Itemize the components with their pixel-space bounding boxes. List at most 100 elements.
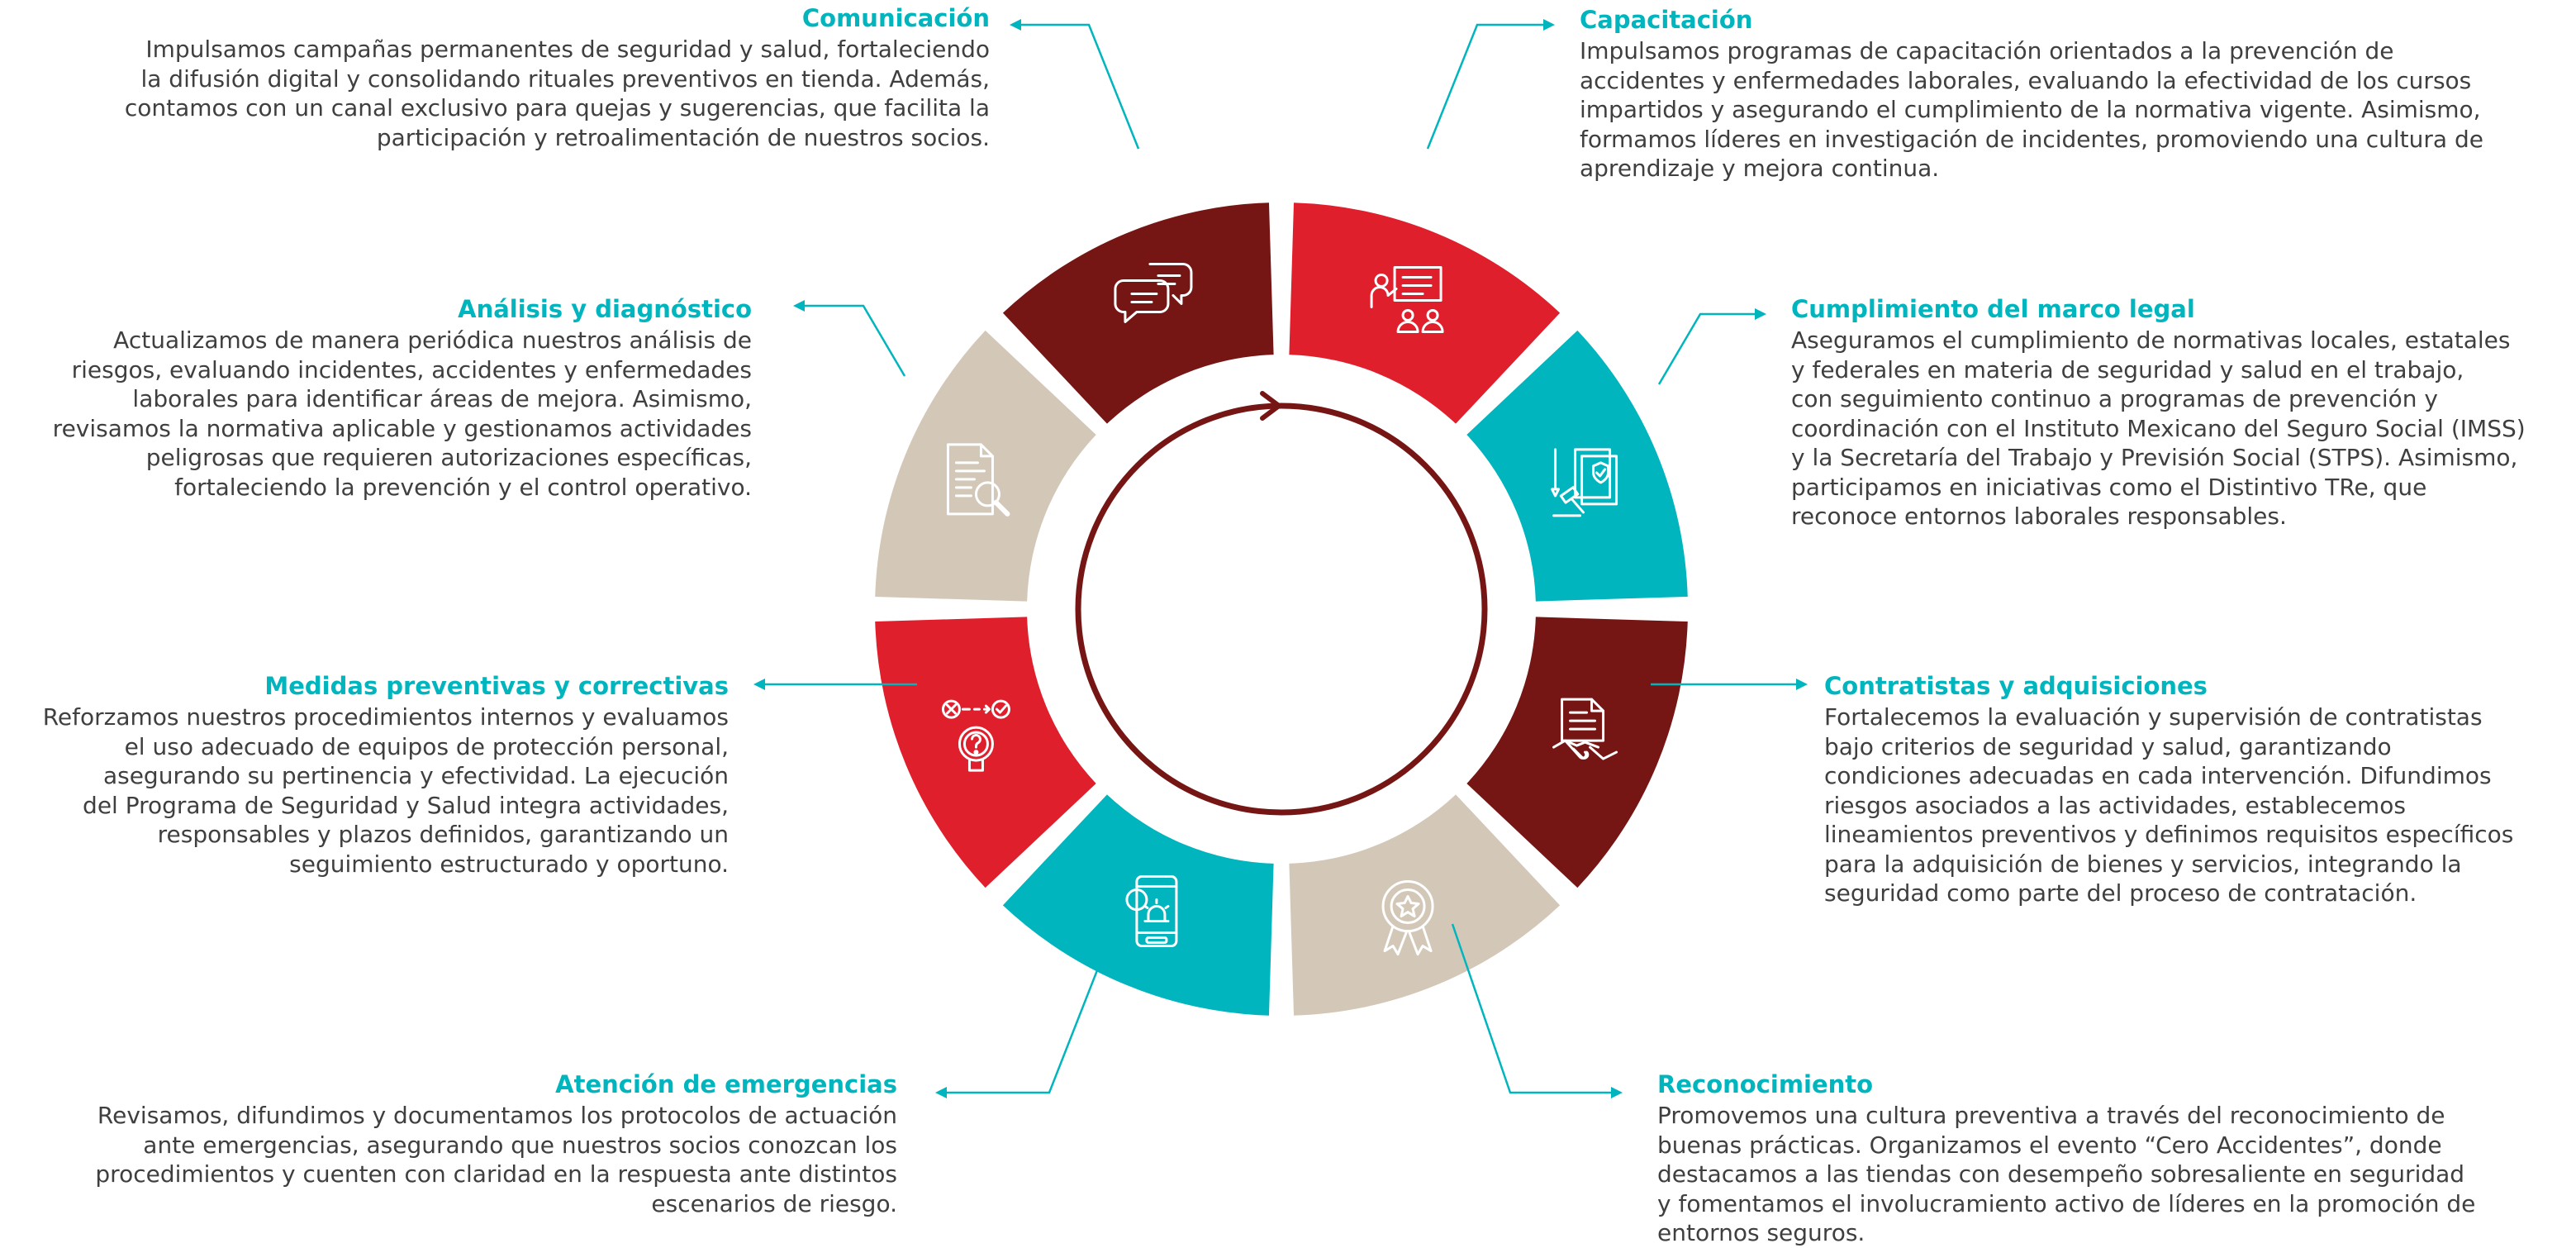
body-line: formamos líderes en investigación de inc… bbox=[1580, 125, 2483, 153]
body-line: fortaleciendo la prevención y el control… bbox=[174, 473, 752, 501]
ring-segment-analisis bbox=[875, 330, 1096, 602]
body-line: y fomentamos el involucramiento activo d… bbox=[1657, 1189, 2476, 1217]
body-line: impartidos y asegurando el cumplimiento … bbox=[1580, 96, 2481, 123]
block-emergencias: Atención de emergencias Revisamos, difun… bbox=[95, 1069, 897, 1218]
connector-marco-legal-arrow bbox=[1755, 308, 1766, 320]
document-magnifier-icon bbox=[946, 443, 1010, 517]
body-line: y federales en materia de seguridad y sa… bbox=[1791, 355, 2464, 383]
block-reconocimiento: Reconocimiento Promovemos una cultura pr… bbox=[1657, 1069, 2475, 1248]
block-body: Revisamos, difundimos y documentamos los… bbox=[95, 1101, 897, 1218]
block-comunicacion: Comunicación Impulsamos campañas permane… bbox=[125, 3, 990, 152]
connector-reconocimiento bbox=[1451, 923, 1616, 1094]
body-line: procedimientos y cuenten con claridad en… bbox=[95, 1160, 897, 1188]
body-line: Promovemos una cultura preventiva a trav… bbox=[1657, 1102, 2445, 1129]
body-line: y la Secretaría del Trabajo y Previsión … bbox=[1791, 444, 2518, 471]
ring-segments bbox=[875, 202, 1688, 1016]
block-analisis: Análisis y diagnóstico Actualizamos de m… bbox=[53, 294, 752, 502]
body-line: del Programa de Seguridad y Salud integr… bbox=[83, 791, 729, 819]
body-line: coordinación con el Instituto Mexicano d… bbox=[1791, 414, 2526, 442]
inner-cycle-circle bbox=[1075, 403, 1488, 816]
ring-icons bbox=[941, 262, 1618, 956]
body-line: peligrosas que requieren autorizaciones … bbox=[145, 444, 752, 471]
ring-segment-capacitacion bbox=[1289, 202, 1561, 424]
connector-emergencias bbox=[942, 923, 1117, 1094]
block-medidas: Medidas preventivas y correctivas Reforz… bbox=[43, 671, 729, 879]
body-line: ante emergencias, asegurando que nuestro… bbox=[143, 1131, 897, 1159]
block-body: Actualizamos de manera periódica nuestro… bbox=[53, 326, 752, 502]
block-body: Fortalecemos la evaluación y supervisión… bbox=[1824, 703, 2513, 908]
connector-medidas-arrow bbox=[753, 679, 765, 690]
block-body: Promovemos una cultura preventiva a trav… bbox=[1657, 1101, 2475, 1248]
body-line: accidentes y enfermedades laborales, eva… bbox=[1580, 66, 2472, 94]
inner-cycle-arrowhead bbox=[1260, 391, 1281, 421]
block-body: Impulsamos campañas permanentes de segur… bbox=[125, 35, 990, 152]
connector-analisis bbox=[800, 304, 906, 377]
body-line: riesgos asociados a las actividades, est… bbox=[1824, 791, 2406, 819]
decision-question-icon bbox=[941, 699, 1010, 772]
connector-analisis-arrow bbox=[793, 300, 805, 312]
body-line: Reforzamos nuestros procedimientos inter… bbox=[42, 703, 729, 731]
body-line: para la adquisición de bienes y servicio… bbox=[1824, 850, 2462, 878]
body-line: reconoce entornos laborales responsables… bbox=[1791, 503, 2287, 530]
award-badge-icon bbox=[1381, 880, 1434, 956]
body-line: laborales para identificar áreas de mejo… bbox=[132, 385, 752, 412]
contract-handshake-icon bbox=[1552, 698, 1618, 760]
body-line: Actualizamos de manera periódica nuestro… bbox=[113, 326, 752, 354]
block-title: Reconocimiento bbox=[1657, 1070, 1874, 1098]
body-line: revisamos la normativa aplicable y gesti… bbox=[52, 414, 752, 442]
block-title: Contratistas y adquisiciones bbox=[1824, 672, 2208, 700]
inner-cycle-arrow bbox=[1075, 391, 1488, 816]
connector-capacitacion bbox=[1426, 23, 1548, 150]
connector-comunicacion-arrow bbox=[1010, 19, 1021, 31]
body-line: escenarios de riesgo. bbox=[651, 1189, 897, 1217]
body-line: entornos seguros. bbox=[1657, 1219, 1865, 1246]
body-line: contamos con un canal exclusivo para que… bbox=[124, 94, 990, 121]
chat-bubbles-icon bbox=[1114, 262, 1193, 323]
body-line: Impulsamos programas de capacitación ori… bbox=[1580, 37, 2394, 64]
body-line: bajo criterios de seguridad y salud, gar… bbox=[1824, 732, 2392, 760]
body-line: condiciones adecuadas en cada intervenci… bbox=[1824, 762, 2492, 789]
ring-segment-emergencias bbox=[1002, 794, 1274, 1016]
body-line: responsables y plazos definidos, garanti… bbox=[157, 821, 729, 848]
connector-marco-legal bbox=[1657, 312, 1760, 385]
connector-reconocimiento-arrow bbox=[1611, 1087, 1623, 1098]
body-line: destacamos a las tiendas con desempeño s… bbox=[1657, 1160, 2465, 1188]
body-line: la difusión digital y consolidando ritua… bbox=[140, 64, 990, 93]
presentation-board-icon bbox=[1370, 265, 1444, 333]
body-line: el uso adecuado de equipos de protección… bbox=[124, 732, 729, 760]
block-capacitacion: Capacitación Impulsamos programas de cap… bbox=[1580, 5, 2483, 183]
legal-documents-gavel-icon bbox=[1551, 448, 1618, 517]
body-line: lineamientos preventivos y definimos req… bbox=[1824, 821, 2514, 848]
phone-alarm-icon bbox=[1125, 875, 1178, 948]
connector-contratistas-arrow bbox=[1796, 679, 1808, 690]
block-title: Medidas preventivas y correctivas bbox=[264, 672, 729, 700]
body-line: seguridad como parte del proceso de cont… bbox=[1824, 879, 2417, 907]
connector-comunicacion bbox=[1016, 23, 1140, 150]
body-line: Impulsamos campañas permanentes de segur… bbox=[145, 36, 990, 63]
block-title: Cumplimiento del marco legal bbox=[1791, 295, 2195, 323]
connector-lines bbox=[753, 19, 1808, 1098]
block-body: Aseguramos el cumplimiento de normativas… bbox=[1791, 326, 2526, 531]
block-title: Atención de emergencias bbox=[555, 1070, 897, 1098]
body-line: Revisamos, difundimos y documentamos los… bbox=[97, 1102, 897, 1129]
block-body: Impulsamos programas de capacitación ori… bbox=[1580, 36, 2483, 183]
block-marco-legal: Cumplimiento del marco legal Aseguramos … bbox=[1791, 294, 2526, 531]
block-title: Capacitación bbox=[1580, 6, 1753, 34]
block-title: Análisis y diagnóstico bbox=[458, 295, 752, 323]
body-line: aprendizaje y mejora continua. bbox=[1580, 155, 1940, 182]
body-line: buenas prácticas. Organizamos el evento … bbox=[1657, 1131, 2442, 1159]
body-line: participamos en iniciativas como el Dist… bbox=[1791, 473, 2427, 501]
block-body: Reforzamos nuestros procedimientos inter… bbox=[43, 703, 729, 879]
ring-segment-marco_legal bbox=[1466, 330, 1688, 602]
body-line: participación y retroalimentación de nue… bbox=[376, 123, 990, 151]
block-title: Comunicación bbox=[801, 4, 990, 32]
block-contratistas: Contratistas y adquisiciones Fortalecemo… bbox=[1824, 671, 2513, 908]
connector-capacitacion-arrow bbox=[1543, 19, 1555, 31]
body-line: Fortalecemos la evaluación y supervisión… bbox=[1824, 703, 2483, 731]
body-line: Aseguramos el cumplimiento de normativas… bbox=[1791, 326, 2511, 354]
body-line: riesgos, evaluando incidentes, accidente… bbox=[71, 355, 752, 383]
body-line: seguimiento estructurado y oportuno. bbox=[289, 850, 729, 878]
connector-emergencias-arrow bbox=[935, 1087, 947, 1098]
